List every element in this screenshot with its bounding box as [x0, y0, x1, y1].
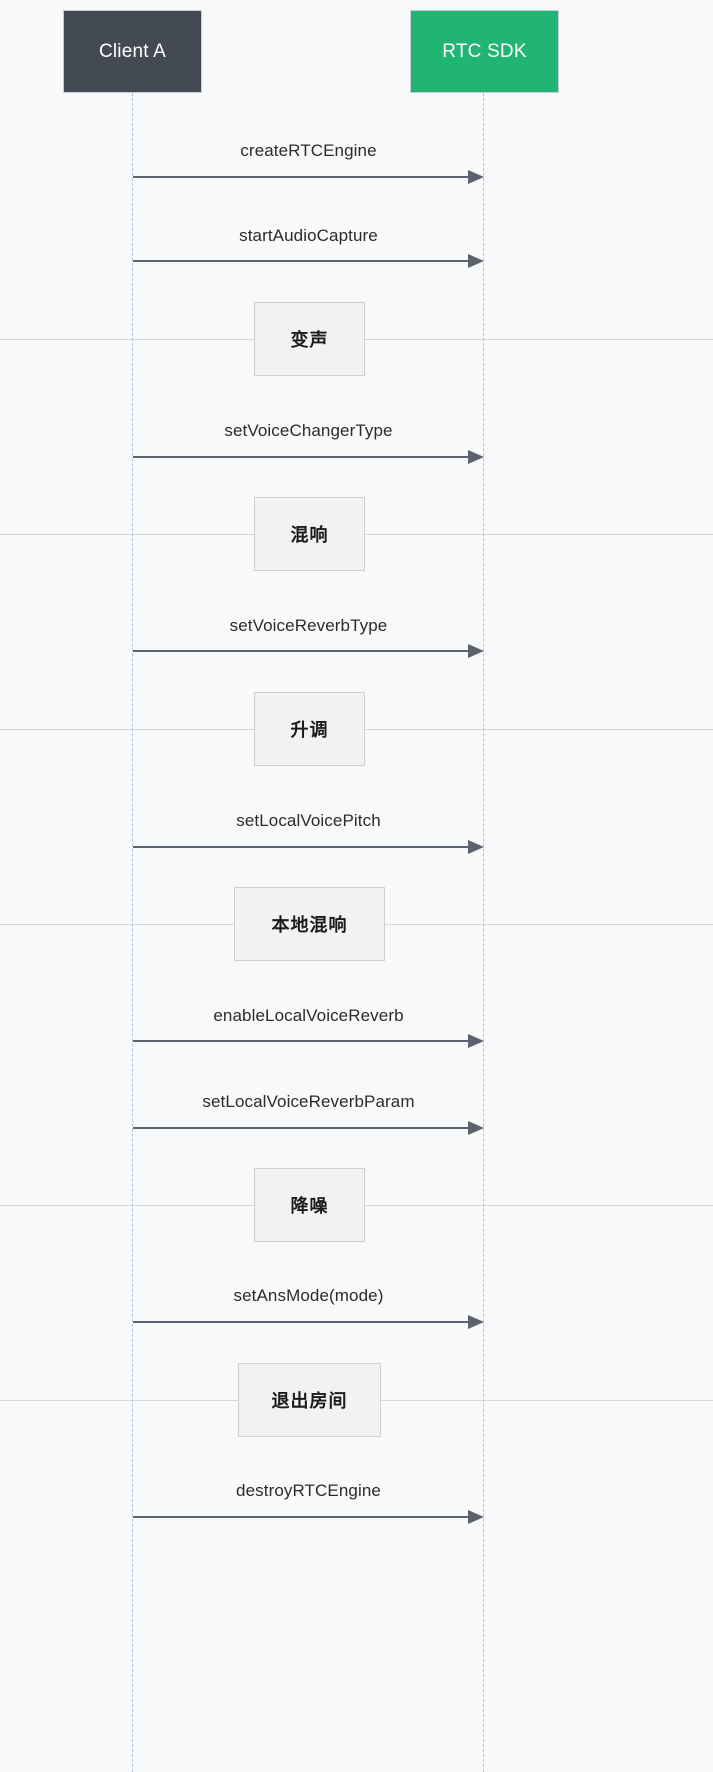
message-arrow-create-rtc-engine [133, 170, 484, 184]
actor-box-client-a[interactable]: Client A [63, 10, 202, 93]
message-label-set-voice-changer-type: setVoiceChangerType [224, 421, 393, 440]
lifeline-client-a [132, 93, 133, 1772]
arrow-shaft [133, 260, 470, 262]
arrow-head-icon [468, 1034, 484, 1048]
note-label-note-leave-room: 退出房间 [271, 1391, 348, 1411]
note-label-note-noise-suppression: 降噪 [290, 1196, 329, 1216]
note-label-note-pitch-up: 升调 [290, 720, 329, 740]
actor-label-client-a: Client A [98, 40, 167, 62]
arrow-shaft [133, 846, 470, 848]
actor-box-rtc-sdk[interactable]: RTC SDK [410, 10, 559, 93]
message-arrow-set-voice-changer-type [133, 450, 484, 464]
note-label-note-voice-changer: 变声 [290, 330, 329, 350]
message-label-enable-local-voice-reverb: enableLocalVoiceReverb [213, 1006, 404, 1025]
arrow-shaft [133, 1516, 470, 1518]
arrow-head-icon [468, 450, 484, 464]
note-label-note-reverb: 混响 [290, 525, 329, 545]
note-noise-suppression[interactable]: 降噪 [254, 1168, 365, 1242]
arrow-shaft [133, 456, 470, 458]
message-arrow-enable-local-voice-reverb [133, 1034, 484, 1048]
arrow-head-icon [468, 1510, 484, 1524]
actor-label-rtc-sdk: RTC SDK [442, 40, 527, 62]
arrow-head-icon [468, 254, 484, 268]
arrow-head-icon [468, 170, 484, 184]
message-label-set-local-voice-pitch: setLocalVoicePitch [236, 811, 381, 830]
message-label-destroy-rtc-engine: destroyRTCEngine [236, 1481, 381, 1500]
message-label-start-audio-capture: startAudioCapture [239, 226, 378, 245]
arrow-shaft [133, 1040, 470, 1042]
arrow-head-icon [468, 840, 484, 854]
message-arrow-set-voice-reverb-type [133, 644, 484, 658]
message-arrow-start-audio-capture [133, 254, 484, 268]
lifeline-rtc-sdk [483, 93, 484, 1772]
note-leave-room[interactable]: 退出房间 [238, 1363, 381, 1437]
message-label-set-local-voice-reverb-param: setLocalVoiceReverbParam [202, 1092, 415, 1111]
note-voice-changer[interactable]: 变声 [254, 302, 365, 376]
arrow-shaft [133, 650, 470, 652]
note-pitch-up[interactable]: 升调 [254, 692, 365, 766]
note-label-note-local-reverb: 本地混响 [271, 915, 348, 935]
message-label-set-ans-mode: setAnsMode(mode) [233, 1286, 384, 1305]
arrow-head-icon [468, 1121, 484, 1135]
message-arrow-set-ans-mode [133, 1315, 484, 1329]
message-arrow-set-local-voice-pitch [133, 840, 484, 854]
arrow-shaft [133, 1127, 470, 1129]
note-local-reverb[interactable]: 本地混响 [234, 887, 385, 961]
arrow-head-icon [468, 644, 484, 658]
arrow-shaft [133, 176, 470, 178]
arrow-shaft [133, 1321, 470, 1323]
message-label-set-voice-reverb-type: setVoiceReverbType [229, 616, 388, 635]
message-label-create-rtc-engine: createRTCEngine [240, 141, 377, 160]
note-reverb[interactable]: 混响 [254, 497, 365, 571]
message-arrow-destroy-rtc-engine [133, 1510, 484, 1524]
message-arrow-set-local-voice-reverb-param [133, 1121, 484, 1135]
arrow-head-icon [468, 1315, 484, 1329]
